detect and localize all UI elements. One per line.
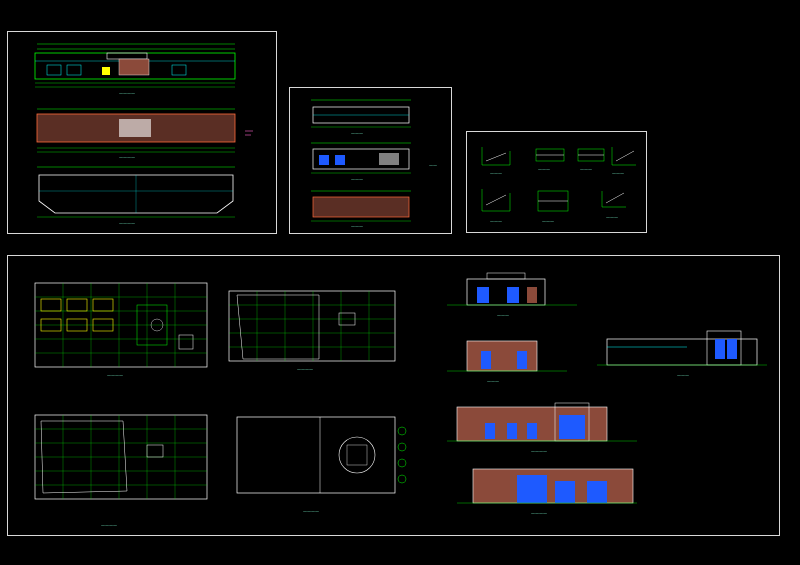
svg-text:———: ———	[490, 171, 502, 176]
svg-text:————: ————	[107, 373, 123, 378]
svg-text:———: ———	[351, 131, 363, 136]
svg-text:————: ————	[119, 155, 135, 160]
elevation-drawing: ——— ——	[311, 142, 437, 182]
svg-text:———: ———	[538, 167, 550, 172]
detail-drawings	[481, 147, 636, 212]
svg-text:———: ———	[677, 373, 689, 378]
svg-text:———: ———	[351, 177, 363, 182]
svg-text:——: ——	[429, 163, 437, 168]
svg-text:————: ————	[531, 511, 547, 516]
floor-plan-drawing: ————	[34, 282, 208, 378]
plan-outline-drawing: ————	[37, 166, 235, 226]
sheet-frame-top-left	[7, 31, 277, 234]
svg-text:———: ———	[351, 224, 363, 229]
section-drawing: ———	[597, 330, 767, 378]
elevation-drawing: ———	[447, 272, 577, 318]
sheet-frame-top-middle	[289, 87, 452, 234]
svg-text:———: ———	[542, 219, 554, 224]
sheet-frame-bottom	[7, 255, 780, 536]
elevation-drawing: ———	[311, 99, 411, 136]
sheet-bottom: ———— ————	[34, 272, 767, 528]
svg-text:————: ————	[119, 91, 135, 96]
roof-plan-drawing: ————	[236, 416, 407, 514]
svg-text:————: ————	[531, 449, 547, 454]
elevation-drawing: ————	[447, 402, 637, 454]
svg-text:———: ———	[487, 379, 499, 384]
elevation-drawing: ————	[34, 43, 236, 96]
sheet-top-middle: ——— ——— —— ———	[311, 99, 437, 229]
floor-plan-drawing: ————	[34, 414, 208, 528]
floor-plan-drawing: ————	[228, 290, 396, 372]
svg-text:————: ————	[297, 367, 313, 372]
svg-text:———: ———	[612, 171, 624, 176]
sheet-frame-top-right	[466, 131, 647, 233]
svg-text:———: ———	[497, 313, 509, 318]
svg-text:———: ———	[606, 215, 618, 220]
sheet-top-right: ——— ——— ——— ——— ——— ——— ———	[481, 147, 636, 224]
svg-text:———: ———	[490, 219, 502, 224]
svg-text:————: ————	[101, 523, 117, 528]
elevation-drawing: ————	[36, 108, 236, 160]
sheet-top-left: ———— ———— ————	[34, 43, 253, 226]
svg-text:————: ————	[303, 509, 319, 514]
elevation-drawing: ———	[447, 340, 567, 384]
elevation-drawing: ———	[311, 190, 411, 229]
elevation-drawing: ————	[457, 468, 637, 516]
svg-text:———: ———	[580, 167, 592, 172]
svg-text:————: ————	[119, 221, 135, 226]
